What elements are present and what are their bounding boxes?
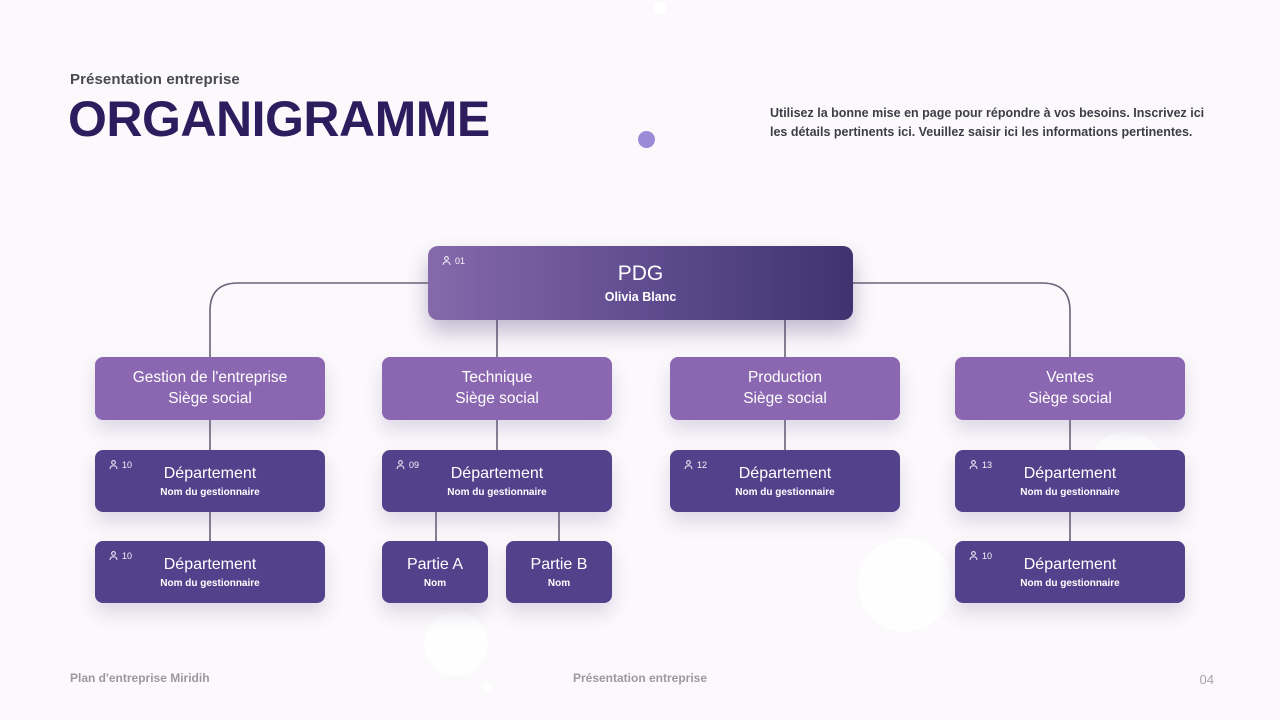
node-subtitle: Siège social: [743, 389, 827, 407]
node-subtitle: Siège social: [455, 389, 539, 407]
headcount-badge: 10: [968, 550, 992, 561]
org-node-departement-2: 09 Département Nom du gestionnaire: [382, 450, 612, 512]
slide-eyebrow: Présentation entreprise: [70, 71, 240, 88]
node-subtitle: Nom du gestionnaire: [447, 486, 547, 498]
node-title: Production: [747, 368, 823, 386]
person-icon: [969, 551, 978, 561]
node-subtitle: Siège social: [1028, 389, 1112, 407]
org-node-departement-3: 12 Département Nom du gestionnaire: [670, 450, 900, 512]
decorative-circle: [424, 612, 488, 676]
person-icon: [109, 460, 118, 470]
node-subtitle: Nom du gestionnaire: [160, 577, 260, 589]
footer-section-title: Présentation entreprise: [572, 671, 708, 685]
headcount-badge: 10: [108, 550, 132, 561]
node-title: Partie A: [406, 556, 464, 574]
org-node-departement-1: 10 Département Nom du gestionnaire: [95, 450, 325, 512]
page-number: 04: [1199, 672, 1214, 687]
headcount-badge: 10: [108, 459, 132, 470]
headcount-badge: 01: [441, 255, 465, 266]
node-subtitle: Nom: [423, 577, 447, 589]
person-icon: [442, 256, 451, 266]
person-icon: [109, 551, 118, 561]
badge-number: 10: [982, 550, 993, 561]
node-title: PDG: [617, 262, 664, 286]
node-title: Technique: [461, 368, 533, 386]
org-node-technique: Technique Siège social: [382, 357, 612, 420]
badge-number: 09: [409, 459, 420, 470]
node-subtitle: Nom du gestionnaire: [1020, 577, 1120, 589]
org-node-partie-b: Partie B Nom: [506, 541, 612, 603]
slide-description: Utilisez la bonne mise en page pour répo…: [770, 106, 1205, 139]
badge-number: 12: [697, 459, 708, 470]
slide-title: ORGANIGRAMME: [68, 91, 490, 147]
org-node-pdg: 01 PDG Olivia Blanc: [428, 246, 853, 320]
node-title: Département: [163, 556, 257, 574]
org-node-production: Production Siège social: [670, 357, 900, 420]
node-title: Partie B: [530, 556, 588, 574]
decorative-circle: [654, 2, 666, 14]
accent-dot-icon: [638, 131, 655, 148]
org-node-ventes: Ventes Siège social: [955, 357, 1185, 420]
node-title: Département: [1023, 556, 1117, 574]
badge-number: 13: [982, 459, 993, 470]
badge-number: 10: [122, 459, 133, 470]
node-subtitle: Olivia Blanc: [604, 289, 677, 304]
decorative-circle: [858, 538, 952, 632]
headcount-badge: 13: [968, 459, 992, 470]
org-node-partie-a: Partie A Nom: [382, 541, 488, 603]
node-title: Gestion de l'entreprise: [132, 368, 288, 386]
node-subtitle: Nom: [547, 577, 571, 589]
footer-doc-title: Plan d'entreprise Miridih: [70, 671, 210, 685]
node-title: Département: [738, 465, 832, 483]
node-subtitle: Nom du gestionnaire: [1020, 486, 1120, 498]
node-title: Département: [163, 465, 257, 483]
badge-number: 01: [455, 255, 466, 266]
person-icon: [396, 460, 405, 470]
node-subtitle: Nom du gestionnaire: [735, 486, 835, 498]
node-subtitle: Siège social: [168, 389, 252, 407]
org-node-sous-departement-2: 10 Département Nom du gestionnaire: [955, 541, 1185, 603]
person-icon: [684, 460, 693, 470]
node-title: Département: [1023, 465, 1117, 483]
node-title: Département: [450, 465, 544, 483]
org-node-departement-4: 13 Département Nom du gestionnaire: [955, 450, 1185, 512]
org-node-sous-departement-1: 10 Département Nom du gestionnaire: [95, 541, 325, 603]
badge-number: 10: [122, 550, 133, 561]
person-icon: [969, 460, 978, 470]
headcount-badge: 12: [683, 459, 707, 470]
node-subtitle: Nom du gestionnaire: [160, 486, 260, 498]
decorative-circle: [482, 682, 492, 692]
headcount-badge: 09: [395, 459, 419, 470]
org-node-gestion: Gestion de l'entreprise Siège social: [95, 357, 325, 420]
node-title: Ventes: [1046, 368, 1094, 386]
